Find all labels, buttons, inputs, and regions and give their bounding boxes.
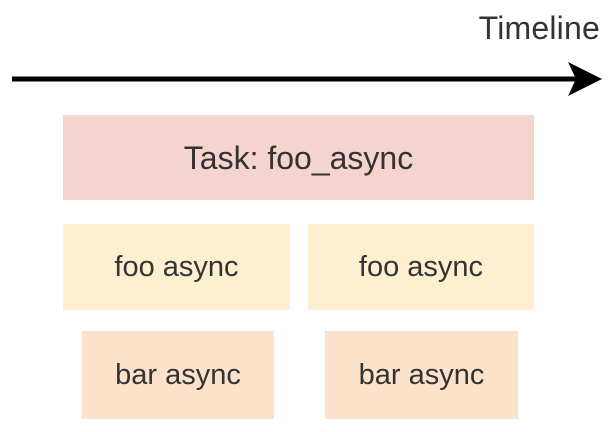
foo-async-bar-2-label: foo async — [358, 250, 484, 283]
task-bar-label: Task: foo_async — [183, 139, 414, 176]
foo-async-bar-1[interactable]: foo async — [63, 224, 290, 310]
foo-async-bar-1-label: foo async — [114, 250, 239, 283]
foo-async-bar-2[interactable]: foo async — [308, 224, 534, 310]
bar-async-bar-1[interactable]: bar async — [82, 331, 274, 419]
bar-async-bar-1-label: bar async — [115, 358, 241, 391]
arrow-right-icon — [12, 62, 602, 96]
timeline-label: Timeline — [478, 10, 600, 46]
bar-async-bar-2[interactable]: bar async — [325, 331, 518, 419]
timeline-arrow — [0, 56, 610, 102]
bar-async-bar-2-label: bar async — [358, 358, 485, 391]
task-bar-foo-async[interactable]: Task: foo_async — [63, 115, 534, 200]
